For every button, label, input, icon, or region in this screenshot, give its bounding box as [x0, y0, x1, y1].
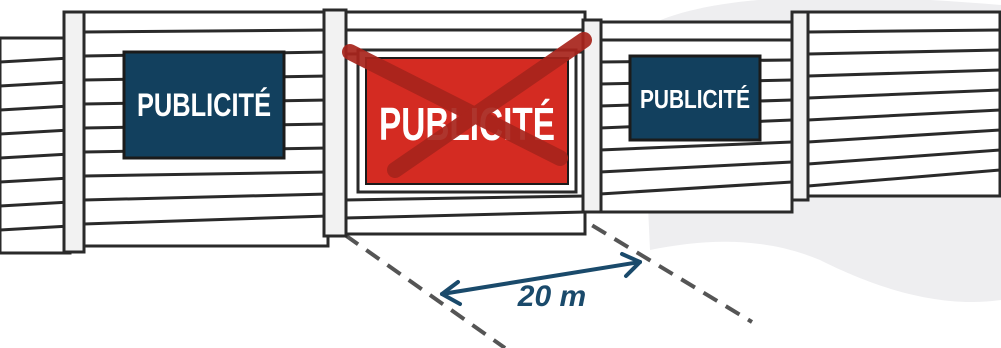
distance-indicator: 20 m — [440, 252, 642, 313]
double-arrow-icon — [440, 252, 642, 306]
fence-post-2 — [322, 8, 348, 238]
fence-section-left-edge — [0, 36, 72, 255]
sign-1-label: PUBLICITÉ — [137, 87, 271, 123]
sign-1-panel — [122, 50, 286, 160]
ground-dashed-lines — [343, 210, 754, 348]
sign-1: PUBLICITÉ — [122, 50, 286, 160]
fence-posts — [62, 8, 810, 254]
fence-section-4 — [806, 10, 1001, 198]
sign-3: PUBLICITÉ — [628, 54, 762, 142]
sign-3-panel — [628, 54, 762, 142]
sign-2: PUBLICITÉ — [342, 32, 592, 194]
distance-label: 20 m — [517, 280, 586, 313]
fence-post-4 — [790, 10, 810, 202]
sign-3-label: PUBLICITÉ — [640, 84, 750, 114]
fence-post-3 — [581, 18, 603, 214]
fence-post-1 — [62, 10, 86, 254]
cross-out-icon — [342, 32, 592, 178]
